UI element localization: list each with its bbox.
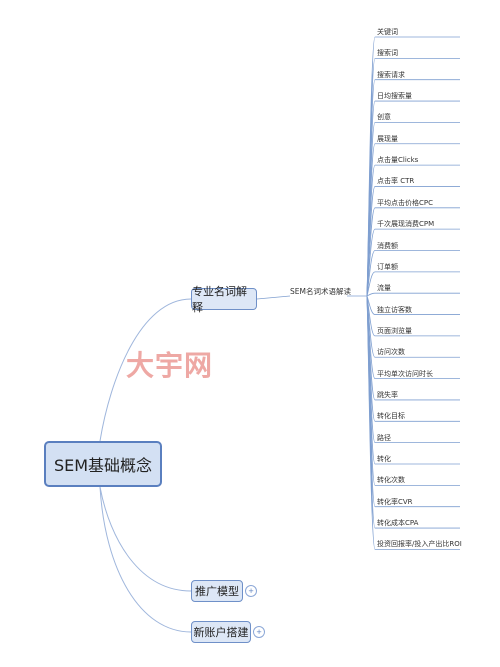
leaf-term[interactable]: 订单额 xyxy=(377,262,398,271)
edge-root-terms xyxy=(99,298,192,442)
leaf-term[interactable]: 访问次数 xyxy=(377,348,405,357)
branch-node-terms[interactable]: 专业名词解释 xyxy=(191,285,257,314)
edge-spine-leaf xyxy=(366,250,376,297)
leaf-term[interactable]: 页面浏览量 xyxy=(377,326,412,335)
expand-toggle-promotion-model[interactable]: + xyxy=(245,585,257,597)
leaf-term[interactable]: 投资回报率/投入产出比ROI xyxy=(377,540,462,549)
leaf-term[interactable]: 转化成本CPA xyxy=(377,519,419,528)
leaf-term[interactable]: 转化次数 xyxy=(377,476,405,485)
root-node[interactable]: SEM基础概念 xyxy=(44,441,162,487)
leaf-term[interactable]: 点击率 CTR xyxy=(377,177,415,186)
leaf-term[interactable]: 流量 xyxy=(377,284,391,293)
edge-root-new-account xyxy=(99,486,192,633)
leaf-term[interactable]: 日均搜索量 xyxy=(377,92,412,101)
watermark: 大宇网 xyxy=(126,349,214,382)
edge-root-promotion xyxy=(99,486,192,592)
leaf-term[interactable]: 关键词 xyxy=(377,28,398,36)
leaf-term[interactable]: 搜索词 xyxy=(377,49,398,58)
edge-terms-sub xyxy=(256,295,291,300)
leaf-term[interactable]: 平均单次访问时长 xyxy=(377,369,433,378)
leaf-term[interactable]: 创意 xyxy=(377,113,391,122)
leaf-term[interactable]: 消费额 xyxy=(377,241,398,250)
leaf-term[interactable]: 转化 xyxy=(377,455,391,463)
edge-spine-leaf xyxy=(366,271,376,297)
expand-toggle-new-account[interactable]: + xyxy=(253,626,265,638)
leaf-term[interactable]: 展现量 xyxy=(377,134,398,143)
branch-node-new-account[interactable]: 新账户搭建 xyxy=(191,621,251,643)
edge-spine-leaf xyxy=(366,295,376,550)
sub-node-sem-terms[interactable]: SEM名词术语解读 xyxy=(290,287,351,296)
edge-spine-leaf xyxy=(366,292,376,297)
branch-node-promotion-model[interactable]: 推广模型 xyxy=(191,580,243,602)
leaf-term[interactable]: 搜索请求 xyxy=(377,70,405,79)
leaf-term[interactable]: 千次展现消费CPM xyxy=(377,220,435,229)
leaf-term[interactable]: 点击量Clicks xyxy=(377,156,419,165)
leaf-term[interactable]: 跳失率 xyxy=(377,390,398,399)
leaf-term[interactable]: 转化目标 xyxy=(377,412,405,421)
leaf-term[interactable]: 平均点击价格CPC xyxy=(377,198,433,207)
leaf-term[interactable]: 转化率CVR xyxy=(377,497,413,506)
leaf-term[interactable]: 独立访客数 xyxy=(377,305,412,314)
leaf-term[interactable]: 路径 xyxy=(377,433,391,442)
